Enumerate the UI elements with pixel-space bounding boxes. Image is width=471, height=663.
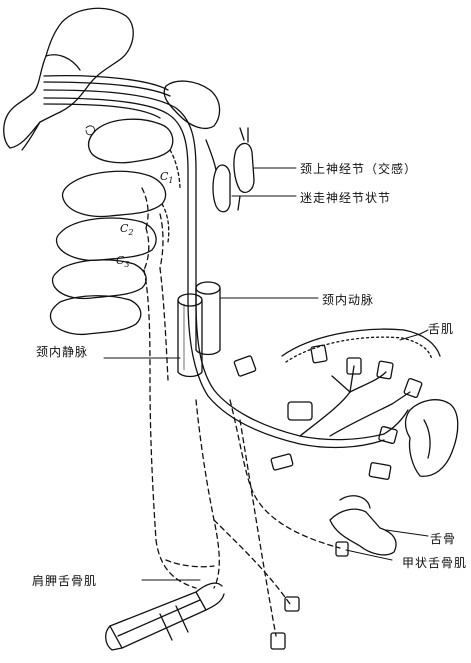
- ansa-cervicalis-dashed: [141, 187, 341, 637]
- label-c2-letter: C: [120, 222, 129, 235]
- hypoglossal-nerve: [43, 74, 385, 449]
- label-c3: C3: [116, 254, 130, 269]
- label-superior-cervical-ganglion: 颈上神经节（交感）: [300, 162, 418, 176]
- label-c3-letter: C: [116, 254, 125, 267]
- label-c1-letter: C: [160, 170, 169, 183]
- label-hyoid-bone: 舌骨: [430, 532, 457, 546]
- skull-base-outline: [3, 7, 134, 151]
- nodose-ganglion: [205, 139, 231, 213]
- mastoid-detail: [85, 125, 95, 136]
- mandible-fragment: [404, 399, 459, 477]
- leader-lines: [103, 167, 429, 581]
- thyrohyoid-stump: [335, 541, 349, 557]
- tongue-outline: [281, 328, 441, 363]
- label-c2-sub: 2: [128, 228, 134, 237]
- label-thyrohyoid-muscle: 甲状舌骨肌: [402, 556, 468, 570]
- label-c2: C2: [120, 222, 134, 237]
- tongue-nerve-branches: [299, 365, 411, 437]
- label-c3-sub: 3: [124, 260, 130, 269]
- omohyoid-muscle: [105, 582, 225, 651]
- label-omohyoid-muscle: 肩胛舌骨肌: [32, 574, 98, 588]
- cervical-vertebrae: [49, 118, 181, 336]
- tongue-muscle-stumps: [233, 344, 423, 480]
- internal-carotid-artery: [195, 281, 221, 356]
- label-c1-sub: 1: [168, 176, 174, 185]
- hyoid-bone: [329, 495, 397, 556]
- label-c1: C1: [160, 170, 174, 185]
- sympathetic-ganglion: [233, 127, 255, 211]
- label-tongue-muscles: 舌肌: [428, 322, 455, 336]
- label-internal-carotid-artery: 颈内动脉: [322, 293, 375, 307]
- label-internal-jugular-vein: 颈内静脉: [36, 345, 89, 359]
- label-vagus-nodose-ganglion: 迷走神经节状节: [300, 191, 392, 205]
- styloid-process: [163, 80, 221, 130]
- internal-jugular-vein: [177, 293, 203, 378]
- lower-muscle-stumps: [270, 596, 300, 650]
